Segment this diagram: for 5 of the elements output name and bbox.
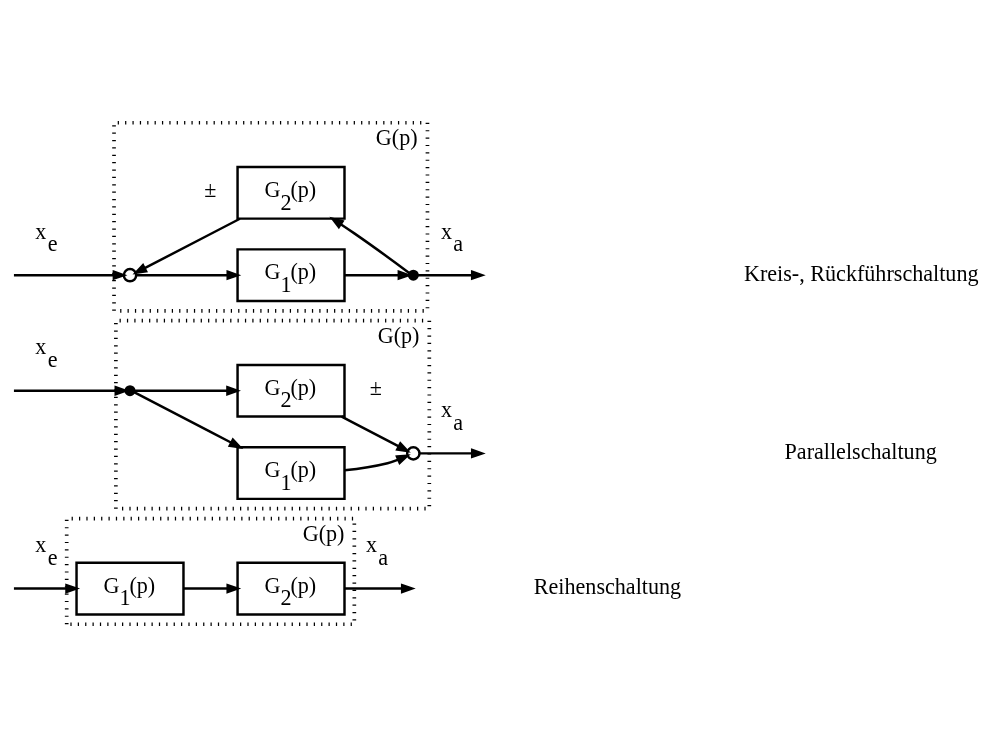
edge-label: ± xyxy=(204,176,217,202)
edge-label: ± xyxy=(369,374,382,400)
label: Reihenschaltung xyxy=(533,573,682,599)
label: Parallelschaltung xyxy=(784,438,937,464)
label: Kreis-, Rückführschaltung xyxy=(743,260,979,286)
